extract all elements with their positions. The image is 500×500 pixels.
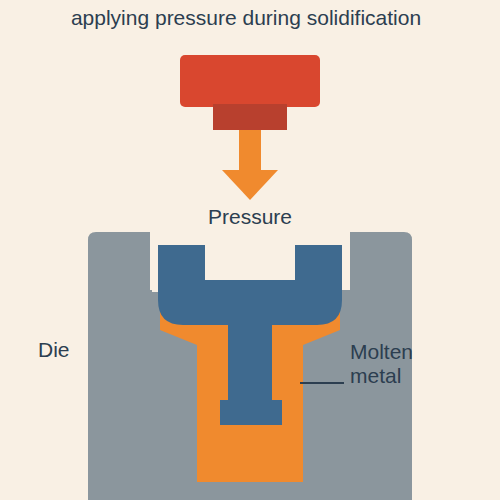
punch — [158, 245, 342, 425]
leader-line — [300, 382, 344, 384]
force-label: Pressure — [150, 205, 350, 229]
arrow-shaft — [239, 130, 261, 172]
ram-head — [180, 55, 320, 107]
title: applying pressure during solidification — [0, 6, 496, 30]
die-left — [88, 232, 150, 500]
material-label: Molten metal — [350, 340, 430, 388]
ram-neck — [213, 104, 287, 130]
arrow-head — [222, 170, 278, 200]
part-label: Die — [38, 338, 86, 362]
